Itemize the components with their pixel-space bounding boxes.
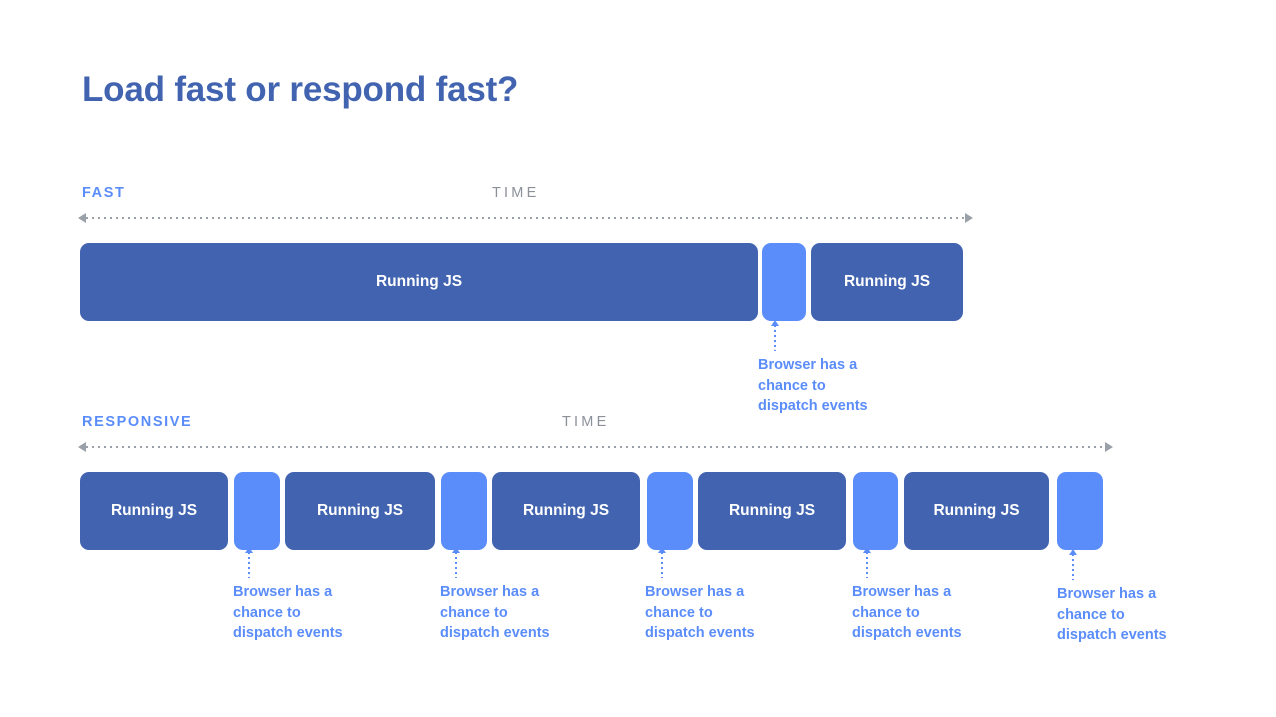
- callout-dotted-stem: [1072, 554, 1074, 580]
- time-axis: [78, 213, 973, 223]
- running-js-block: Running JS: [80, 243, 758, 321]
- callout-dotted-stem: [248, 552, 250, 578]
- running-js-label: Running JS: [933, 502, 1020, 519]
- running-js-label: Running JS: [522, 502, 610, 519]
- running-js-block: Running JS: [285, 472, 435, 550]
- time-axis-dotted-line: [86, 446, 1105, 448]
- running-js-label: Running JS: [375, 273, 463, 290]
- callout-arrow-up-icon: [1069, 549, 1077, 555]
- timeline-track: Running JS Running JS Running JS Running JS…: [0, 472, 1276, 550]
- idle-gap-block: [762, 243, 806, 321]
- running-js-label: Running JS: [843, 273, 931, 290]
- running-js-block: Running JS: [698, 472, 846, 550]
- callout-arrow-up-icon: [771, 320, 779, 326]
- section-mode-label: RESPONSIVE: [82, 414, 193, 430]
- time-axis: [78, 442, 1113, 452]
- callout-dotted-stem: [866, 552, 868, 578]
- callout-dotted-stem: [661, 552, 663, 578]
- callout-arrow-up-icon: [245, 547, 253, 553]
- section-mode-label: FAST: [82, 185, 126, 201]
- running-js-block: Running JS: [80, 472, 228, 550]
- running-js-label: Running JS: [728, 502, 816, 519]
- slide-title: Load fast or respond fast?: [82, 70, 519, 109]
- running-js-block: Running JS: [492, 472, 640, 550]
- running-js-block: Running JS: [811, 243, 963, 321]
- running-js-block: Running JS: [904, 472, 1049, 550]
- idle-gap-block: [234, 472, 280, 550]
- idle-gap-block: [647, 472, 693, 550]
- section-time-label: TIME: [562, 414, 610, 430]
- time-axis-arrow-left: [78, 442, 86, 452]
- callout-arrow-up-icon: [452, 547, 460, 553]
- callout-dotted-stem: [774, 325, 776, 351]
- section-time-label: TIME: [492, 185, 540, 201]
- idle-gap-block: [441, 472, 487, 550]
- running-js-label: Running JS: [110, 502, 198, 519]
- running-js-label: Running JS: [316, 502, 404, 519]
- timeline-track: Running JS Running JS: [0, 243, 1276, 321]
- time-axis-dotted-line: [86, 217, 965, 219]
- time-axis-arrow-right: [1105, 442, 1113, 452]
- time-axis-arrow-right: [965, 213, 973, 223]
- callout-arrow-up-icon: [863, 547, 871, 553]
- time-axis-arrow-left: [78, 213, 86, 223]
- callout-dotted-stem: [455, 552, 457, 578]
- idle-gap-block: [1057, 472, 1103, 550]
- callout-arrow-up-icon: [658, 547, 666, 553]
- idle-gap-block: [853, 472, 898, 550]
